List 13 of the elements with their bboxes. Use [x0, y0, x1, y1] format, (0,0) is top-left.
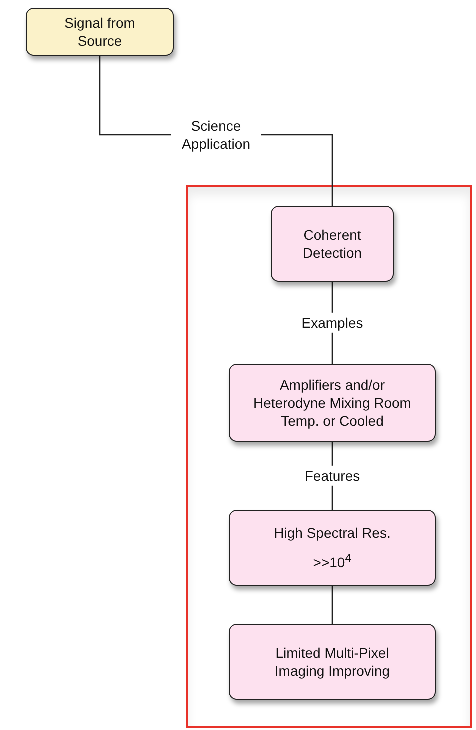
- box-text: Amplifiers and/or Heterodyne Mixing Room Temp. or Cooled: [252, 376, 412, 430]
- box-text: Signal from Source: [64, 14, 136, 50]
- group-frame: [186, 185, 472, 728]
- process-box: [271, 206, 394, 282]
- box-text: Coherent Detection: [302, 226, 364, 262]
- process-box: [26, 8, 174, 56]
- process-box: [229, 364, 436, 442]
- box-text: High Spectral Res.: [274, 524, 391, 543]
- box-text: Limited Multi-Pixel Imaging Improving: [274, 644, 392, 680]
- connector-line: [332, 586, 334, 624]
- process-box: [229, 510, 436, 586]
- process-box: [229, 624, 436, 700]
- box-text: >>10$^{4}$: [313, 550, 352, 572]
